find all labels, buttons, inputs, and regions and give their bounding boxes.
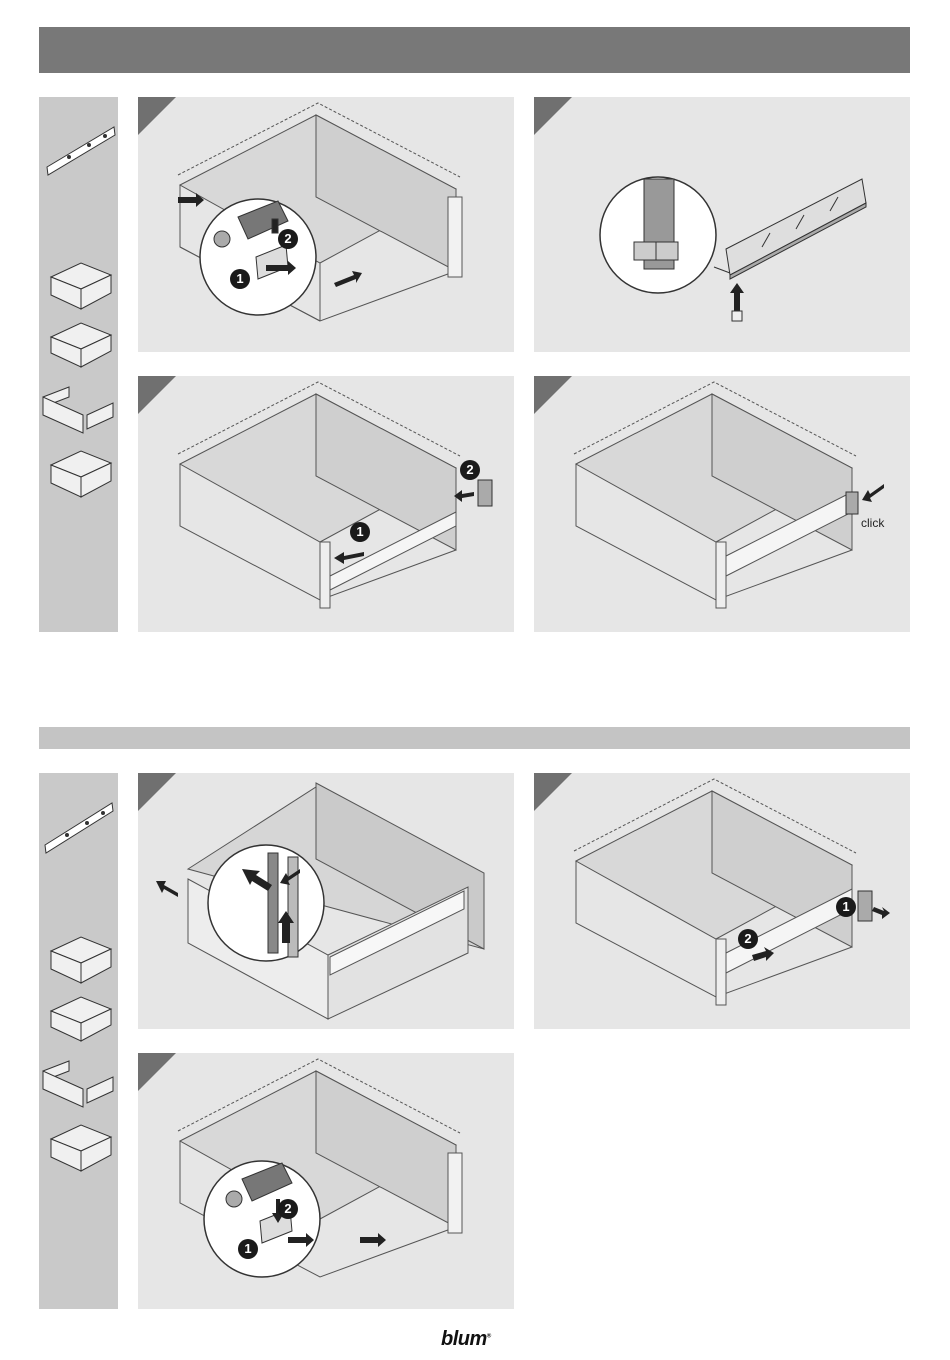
step-panel-s2-3: 1 2 xyxy=(138,1053,514,1309)
drawer-icon-3 xyxy=(43,1061,113,1107)
rail-icon xyxy=(47,127,115,175)
step-badge-2: 2 xyxy=(738,929,758,949)
step-badge-1: 1 xyxy=(350,522,370,542)
drawer-icon-1 xyxy=(51,263,111,309)
section-2-sidebar xyxy=(39,773,118,1309)
sidebar-drawer-icons xyxy=(39,97,118,632)
drawer-icon-2 xyxy=(51,997,111,1041)
section-1-sidebar xyxy=(39,97,118,632)
step-panel-s1-4: click xyxy=(534,376,910,632)
drawer-illustration xyxy=(534,376,910,632)
sidebar-drawer-icons xyxy=(39,773,118,1309)
drawer-icon-4 xyxy=(51,1125,111,1171)
rail-icon xyxy=(45,803,113,853)
drawer-icon-3 xyxy=(43,387,113,433)
detail-magnifier xyxy=(208,845,324,961)
section-2-header-bar xyxy=(39,727,910,749)
logo-text: blum xyxy=(441,1328,487,1350)
drawer-illustration xyxy=(138,376,514,632)
step-panel-s1-2 xyxy=(534,97,910,352)
step-panel-s2-2: 1 2 xyxy=(534,773,910,1029)
drawer-icon-2 xyxy=(51,323,111,367)
drawer-icon-1 xyxy=(51,937,111,983)
click-label: click xyxy=(861,516,884,530)
step-badge-2: 2 xyxy=(278,229,298,249)
step-badge-2: 2 xyxy=(278,1199,298,1219)
step-badge-2: 2 xyxy=(460,460,480,480)
step-panel-s1-3: 1 2 xyxy=(138,376,514,632)
step-panel-s2-1 xyxy=(138,773,514,1029)
drawer-icon-4 xyxy=(51,451,111,497)
step-badge-1: 1 xyxy=(836,897,856,917)
step-badge-1: 1 xyxy=(230,269,250,289)
drawer-illustration xyxy=(138,773,514,1029)
blum-logo: blum® xyxy=(441,1328,491,1351)
drawer-illustration xyxy=(138,1053,514,1309)
drawer-illustration xyxy=(138,97,514,352)
step-panel-s1-1: 1 2 xyxy=(138,97,514,352)
section-1-header-bar xyxy=(39,27,910,73)
glass-panel-illustration xyxy=(534,97,910,352)
step-badge-1: 1 xyxy=(238,1239,258,1259)
